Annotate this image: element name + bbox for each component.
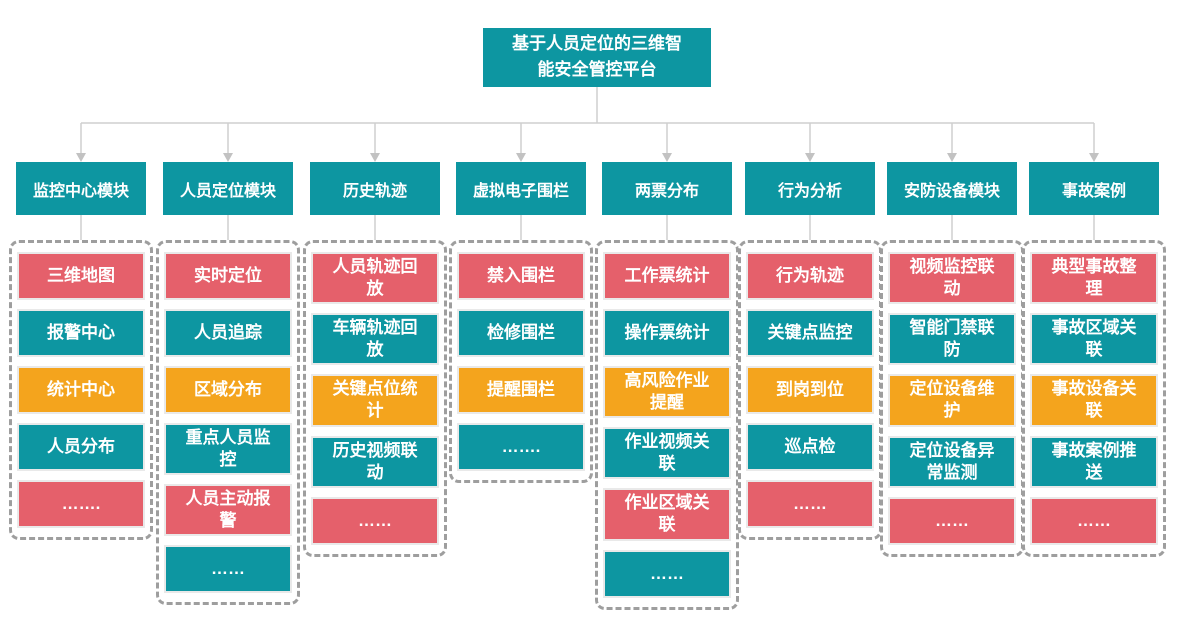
node-item: 操作票统计: [603, 309, 731, 357]
node-item: …….: [457, 423, 585, 471]
node-item: 人员分布: [17, 423, 145, 471]
column-box-behavior-analysis: 行为轨迹 关键点监控 到岗到位 巡点检 ……: [738, 240, 882, 540]
node-item: 到岗到位: [746, 366, 874, 414]
node-item: 典型事故整理: [1030, 252, 1158, 305]
node-item: 作业区域关联: [603, 488, 731, 541]
column-two-ticket: 两票分布 工作票统计 操作票统计 高风险作业提醒 作业视频关联 作业区域关联 ……: [595, 162, 739, 610]
column-header-behavior-analysis: 行为分析: [745, 162, 875, 215]
node-item: 定位设备维护: [888, 374, 1016, 427]
node-item: 车辆轨迹回放: [311, 313, 439, 366]
column-header-personnel-positioning: 人员定位模块: [163, 162, 293, 215]
column-monitoring-center: 监控中心模块 三维地图 报警中心 统计中心 人员分布 …….: [9, 162, 153, 540]
node-item: 巡点检: [746, 423, 874, 471]
node-item: 事故区域关联: [1030, 313, 1158, 366]
node-item: ……: [746, 480, 874, 528]
node-item: 提醒围栏: [457, 366, 585, 414]
column-box-personnel-positioning: 实时定位 人员追踪 区域分布 重点人员监控 人员主动报警 ……: [156, 240, 300, 606]
node-item: 关键点监控: [746, 309, 874, 357]
node-item: 重点人员监控: [164, 423, 292, 476]
node-item: 实时定位: [164, 252, 292, 300]
column-header-two-ticket: 两票分布: [602, 162, 732, 215]
column-header-accident-case: 事故案例: [1029, 162, 1159, 215]
column-security-equipment: 安防设备模块 视频监控联动 智能门禁联防 定位设备维护 定位设备异常监测 ……: [880, 162, 1024, 557]
column-behavior-analysis: 行为分析 行为轨迹 关键点监控 到岗到位 巡点检 ……: [738, 162, 882, 540]
column-accident-case: 事故案例 典型事故整理 事故区域关联 事故设备关联 事故案例推送 ……: [1022, 162, 1166, 557]
root-title-line1: 基于人员定位的三维智: [512, 34, 682, 53]
column-box-accident-case: 典型事故整理 事故区域关联 事故设备关联 事故案例推送 ……: [1022, 240, 1166, 557]
node-item: 禁入围栏: [457, 252, 585, 300]
node-item: 人员轨迹回放: [311, 252, 439, 305]
node-item: 区域分布: [164, 366, 292, 414]
node-item: ……: [1030, 496, 1158, 545]
node-item: 智能门禁联防: [888, 313, 1016, 366]
node-item: 高风险作业提醒: [603, 366, 731, 419]
root-title-line2: 能安全管控平台: [537, 60, 657, 80]
node-item: ……: [311, 496, 439, 545]
column-box-history-track: 人员轨迹回放 车辆轨迹回放 关键点位统计 历史视频联动 ……: [303, 240, 447, 557]
column-box-security-equipment: 视频监控联动 智能门禁联防 定位设备维护 定位设备异常监测 ……: [880, 240, 1024, 557]
column-header-monitoring-center: 监控中心模块: [16, 162, 146, 215]
node-item: 人员主动报警: [164, 484, 292, 537]
node-item: 视频监控联动: [888, 252, 1016, 305]
node-item: 统计中心: [17, 366, 145, 414]
node-item: 历史视频联动: [311, 435, 439, 488]
node-item: 工作票统计: [603, 252, 731, 300]
root-title: 基于人员定位的三维智 能安全管控平台: [483, 28, 711, 87]
node-item: 人员追踪: [164, 309, 292, 357]
column-header-virtual-fence: 虚拟电子围栏: [456, 162, 586, 215]
node-item: ……: [603, 549, 731, 598]
column-header-security-equipment: 安防设备模块: [887, 162, 1017, 215]
column-box-virtual-fence: 禁入围栏 检修围栏 提醒围栏 …….: [449, 240, 593, 483]
column-personnel-positioning: 人员定位模块 实时定位 人员追踪 区域分布 重点人员监控 人员主动报警 ……: [156, 162, 300, 606]
node-item: 检修围栏: [457, 309, 585, 357]
node-item: 定位设备异常监测: [888, 435, 1016, 488]
node-item: 作业视频关联: [603, 427, 731, 480]
node-item: 事故设备关联: [1030, 374, 1158, 427]
node-item: ……: [164, 545, 292, 594]
column-box-monitoring-center: 三维地图 报警中心 统计中心 人员分布 …….: [9, 240, 153, 540]
node-item: 事故案例推送: [1030, 435, 1158, 488]
node-item: 三维地图: [17, 252, 145, 300]
column-box-two-ticket: 工作票统计 操作票统计 高风险作业提醒 作业视频关联 作业区域关联 ……: [595, 240, 739, 610]
node-item: 行为轨迹: [746, 252, 874, 300]
column-history-track: 历史轨迹 人员轨迹回放 车辆轨迹回放 关键点位统计 历史视频联动 ……: [303, 162, 447, 557]
node-item: 关键点位统计: [311, 374, 439, 427]
node-item: …….: [17, 480, 145, 528]
column-header-history-track: 历史轨迹: [310, 162, 440, 215]
node-item: 报警中心: [17, 309, 145, 357]
column-virtual-fence: 虚拟电子围栏 禁入围栏 检修围栏 提醒围栏 …….: [449, 162, 593, 483]
node-item: ……: [888, 496, 1016, 545]
